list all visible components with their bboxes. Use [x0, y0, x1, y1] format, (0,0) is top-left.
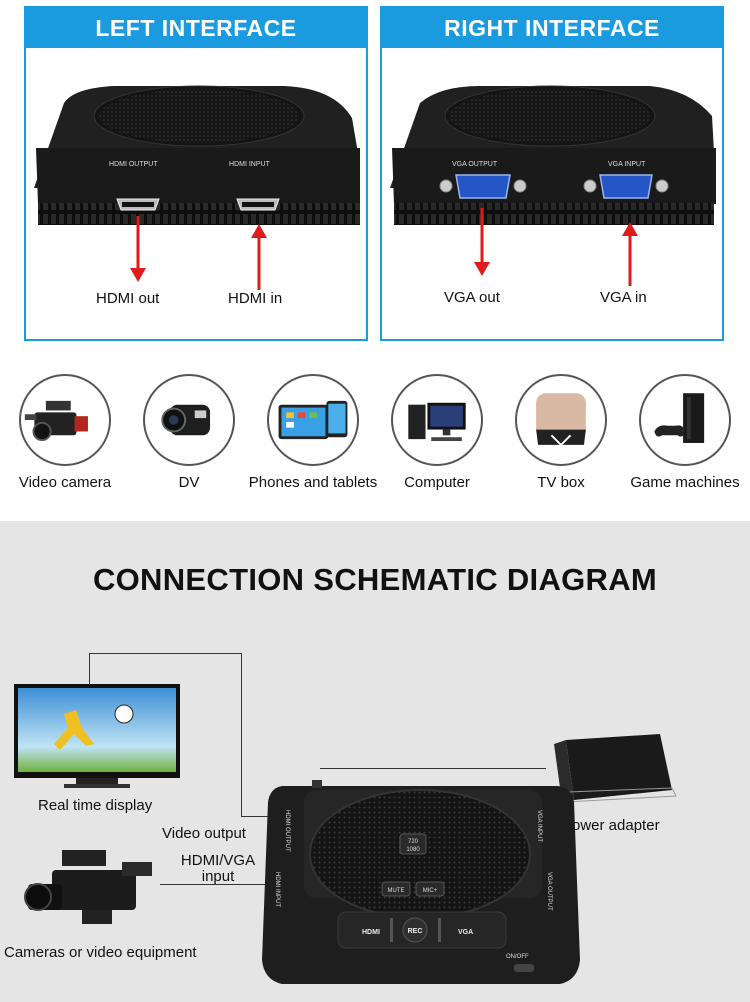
device-label-game-machines: Game machines [630, 474, 740, 491]
recorder-device-right-view: VGA OUTPUT VGA INPUT [390, 58, 716, 286]
hdmi-in-arrow [251, 224, 267, 238]
left-interface-panel: LEFT INTERFACE HDMI OUTPUT HDMI INPUT [24, 6, 368, 341]
real-time-display-label: Real time display [38, 797, 153, 814]
display-wire-vertical [89, 653, 90, 685]
mute-button [381, 881, 411, 897]
hdmi-input-silk: HDMI INPUT [229, 161, 271, 168]
tv-box-icon [515, 374, 607, 466]
hdmi-out-label: HDMI out [96, 290, 160, 307]
mute-button-text: MUTE [388, 888, 405, 894]
resolution-1080-text: 1080 [406, 847, 420, 853]
side-hdmi-output-text: HDMI OUTPUT [284, 810, 290, 852]
side-vga-output-text: VGA OUTPUT [546, 872, 552, 911]
on-off-switch [514, 964, 534, 972]
game-console-icon [639, 374, 731, 466]
device-item-dv: DV [124, 374, 248, 494]
schematic-title: CONNECTION SCHEMATIC DIAGRAM [92, 562, 658, 597]
vga-input-silk: VGA INPUT [608, 161, 646, 168]
hdmi-vga-input-line2: input [201, 868, 235, 885]
vga-in-arrow [622, 222, 638, 236]
hdmi-button-text: HDMI [362, 929, 380, 936]
power-adapter-label: Power adapter [562, 817, 660, 834]
vga-button-text: VGA [458, 929, 473, 936]
rec-button [402, 917, 428, 943]
resolution-720-text: 720 [408, 839, 419, 845]
display-wire-top [89, 653, 242, 654]
mic-button [415, 881, 445, 897]
hdmi-out-arrow [130, 268, 146, 282]
on-off-text: ON/OFF [506, 954, 529, 960]
mic-button-text: MIC+ [423, 888, 438, 894]
video-camera-icon [19, 374, 111, 466]
vga-output-silk: VGA OUTPUT [452, 161, 498, 168]
vga-out-label: VGA out [444, 289, 500, 306]
hdmi-vga-input-line1: HDMI/VGA [180, 852, 256, 869]
display-wire-down [241, 653, 242, 817]
camera-label: Cameras or video equipment [4, 944, 197, 961]
side-hdmi-input-text: HDMI INPUT [274, 872, 280, 907]
device-item-game-machines: Game machines [620, 374, 744, 494]
device-item-tv-box: TV box [496, 374, 620, 494]
rec-button-text: REC [408, 928, 423, 935]
input-wire [160, 884, 272, 885]
device-label-computer: Computer [404, 474, 470, 491]
vga-out-arrow [474, 262, 490, 276]
device-label-phones-tablets: Phones and tablets [248, 474, 378, 491]
video-output-label: Video output [162, 825, 246, 842]
left-interface-title: LEFT INTERFACE [26, 8, 366, 48]
hdmi-in-label: HDMI in [228, 290, 283, 307]
side-vga-input-text: VGA INPUT [536, 810, 542, 842]
right-interface-panel: RIGHT INTERFACE VGA OUTPUT VGA INPUT [380, 6, 724, 341]
recorder-device-top-view: 720 1080 MUTE MIC+ HDMI REC VGA ON/OFF V… [262, 774, 580, 988]
device-label-video-camera: Video camera [18, 474, 112, 491]
computer-icon [391, 374, 483, 466]
device-label-tv-box: TV box [537, 474, 585, 491]
recorder-device-left-view: HDMI OUTPUT HDMI INPUT [34, 58, 364, 290]
phones-tablets-icon [267, 374, 359, 466]
hdmi-vga-input-label: HDMI/VGA input [172, 853, 264, 885]
device-label-dv: DV [178, 474, 200, 491]
device-item-computer: Computer [372, 374, 496, 494]
device-item-video-camera: Video camera [0, 374, 124, 494]
right-interface-title: RIGHT INTERFACE [382, 8, 722, 48]
professional-camera-image [22, 840, 158, 936]
dv-camcorder-icon [143, 374, 235, 466]
vga-in-label: VGA in [600, 289, 647, 306]
power-wire [320, 768, 546, 769]
display-wire-into-device [241, 816, 279, 817]
hdmi-output-silk: HDMI OUTPUT [109, 161, 158, 168]
device-item-phones-tablets: Phones and tablets [248, 374, 377, 494]
real-time-display-monitor [14, 684, 180, 790]
